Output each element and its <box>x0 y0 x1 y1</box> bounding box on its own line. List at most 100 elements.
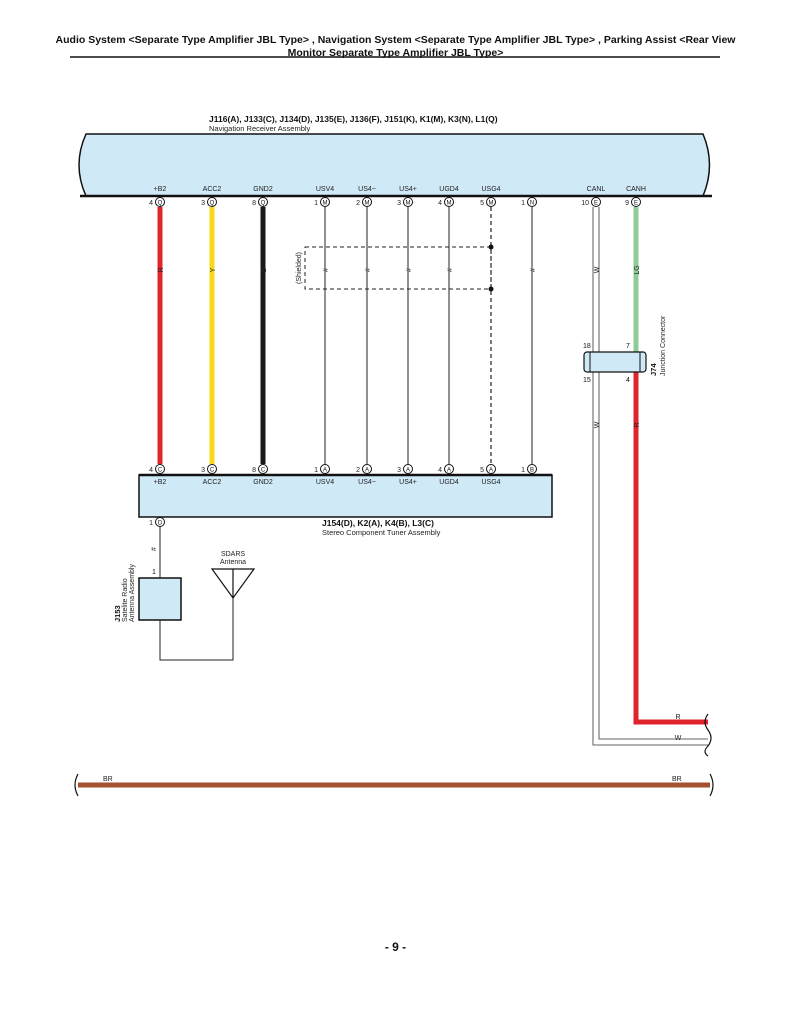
nav-pin-connector <box>362 197 372 207</box>
tuner-pin-connector-letter: B <box>530 467 534 473</box>
nav-pin-number: 4 <box>438 200 442 207</box>
tuner-pin-connector <box>444 464 454 474</box>
nav-pin-connector-letter: Q <box>210 200 215 206</box>
ground-bus-break-right <box>709 773 714 797</box>
wire-color-code: # <box>151 547 158 551</box>
tuner-signal-label: US4− <box>358 479 376 486</box>
nav-pin-number: 3 <box>397 200 401 207</box>
tuner-pin-connector <box>207 464 217 474</box>
tuner-signal-label: ACC2 <box>203 479 222 486</box>
wire-color-code: # <box>323 268 330 272</box>
junction-pin-4: 4 <box>626 377 630 384</box>
nav-pin-number: 9 <box>625 200 629 207</box>
tuner-pin-number: 2 <box>356 467 360 474</box>
tuner-pin-connector-letter: A <box>323 467 327 473</box>
tuner-bottom-pin-connector <box>155 517 165 527</box>
nav-receiver-code: J116(A), J133(C), J134(D), J135(E), J136… <box>209 114 498 124</box>
wire-color-code: Y <box>210 267 217 272</box>
tuner-pin-connector-letter: A <box>489 467 493 473</box>
tuner-pin-connector <box>362 464 372 474</box>
tuner-pin-connector-letter: A <box>365 467 369 473</box>
tuner-pin-connector-letter: C <box>261 467 266 473</box>
nav-pin-connector-letter: Q <box>158 200 163 206</box>
nav-pin-connector <box>591 197 601 207</box>
junction-connector-box <box>583 351 647 373</box>
wire-color-code: R <box>158 267 165 272</box>
nav-signal-label: +B2 <box>154 186 167 193</box>
tuner-pin-connector-letter: C <box>158 467 163 473</box>
tuner-pin-connector <box>155 464 165 474</box>
nav-pin-connector <box>486 197 496 207</box>
tuner-signal-label: UGD4 <box>439 479 459 486</box>
tuner-pin-connector <box>486 464 496 474</box>
nav-signal-label: US4− <box>358 186 376 193</box>
nav-signal-label: UGD4 <box>439 186 459 193</box>
wire-break-marks <box>704 713 712 757</box>
wire-color-code: # <box>530 268 537 272</box>
tuner-pin-connector <box>527 464 537 474</box>
nav-pin-connector-letter: M <box>447 200 452 206</box>
satellite-pin-1: 1 <box>152 569 156 576</box>
nav-pin-connector-letter: E <box>594 200 598 206</box>
nav-pin-number: 8 <box>252 200 256 207</box>
tuner-pin-connector-letter: A <box>406 467 410 473</box>
nav-receiver-box <box>78 133 711 197</box>
shield-dot-top <box>488 244 494 250</box>
nav-pin-connector <box>155 197 165 207</box>
tuner-pin-number: 3 <box>397 467 401 474</box>
wire-color-code: # <box>406 268 413 272</box>
nav-signal-label: CANH <box>626 186 646 193</box>
junction-name: Junction Connector <box>660 315 667 376</box>
shield-dot-bottom <box>488 286 494 292</box>
satellite-name-line2: Antenna Assembly <box>129 564 136 622</box>
nav-pin-connector-letter: N <box>530 200 534 206</box>
wire-sat-sdars <box>159 598 234 661</box>
tuner-signal-label: USG4 <box>481 479 500 486</box>
tuner-pin-connector-letter: C <box>210 467 215 473</box>
tuner-bottom-pin-connector-letter: D <box>158 520 163 526</box>
wire-color-code: B <box>261 267 268 272</box>
nav-pin-connector <box>258 197 268 207</box>
nav-pin-connector <box>631 197 641 207</box>
tuner-pin-connector <box>403 464 413 474</box>
wire-color-code: # <box>365 268 372 272</box>
nav-pin-connector-letter: M <box>323 200 328 206</box>
ground-bus-code-right: BR <box>672 776 682 783</box>
satellite-name-line1: Satelite Radio <box>122 578 129 622</box>
page-number: - 9 - <box>384 940 407 954</box>
nav-pin-number: 2 <box>356 200 360 207</box>
tuner-pin-number: 4 <box>438 467 442 474</box>
wire-color-code-lower: W <box>594 421 601 428</box>
nav-pin-number: 5 <box>480 200 484 207</box>
nav-pin-number: 10 <box>581 200 589 207</box>
wire-color-code-right: R <box>675 714 680 721</box>
nav-pin-number: 3 <box>201 200 205 207</box>
stereo-tuner-code: J154(D), K2(A), K4(B), L3(C) <box>322 518 434 528</box>
nav-pin-connector <box>320 197 330 207</box>
nav-pin-number: 1 <box>521 200 525 207</box>
tuner-signal-label: +B2 <box>154 479 167 486</box>
nav-pin-connector <box>207 197 217 207</box>
tuner-pin-connector <box>320 464 330 474</box>
tuner-signal-label: USV4 <box>316 479 334 486</box>
tuner-pin-number: 5 <box>480 467 484 474</box>
nav-signal-label: US4+ <box>399 186 417 193</box>
nav-pin-number: 4 <box>149 200 153 207</box>
wire-group <box>157 207 708 746</box>
nav-pin-connector-letter: M <box>365 200 370 206</box>
satellite-antenna-box <box>138 577 182 621</box>
nav-signal-label: ACC2 <box>203 186 222 193</box>
wire-canh-r <box>633 372 708 725</box>
wire-color-code: W <box>594 266 601 273</box>
tuner-pin-number: 1 <box>521 467 525 474</box>
wire-color-code: LG <box>634 265 641 274</box>
ground-bus-code-left: BR <box>103 776 113 783</box>
tuner-bottom-pin-number: 1 <box>149 520 153 527</box>
nav-pin-connector-letter: Q <box>261 200 266 206</box>
tuner-pin-number: 1 <box>314 467 318 474</box>
nav-pin-connector <box>403 197 413 207</box>
junction-code: J74 <box>649 363 658 376</box>
nav-receiver-name: Navigation Receiver Assembly <box>209 124 311 133</box>
